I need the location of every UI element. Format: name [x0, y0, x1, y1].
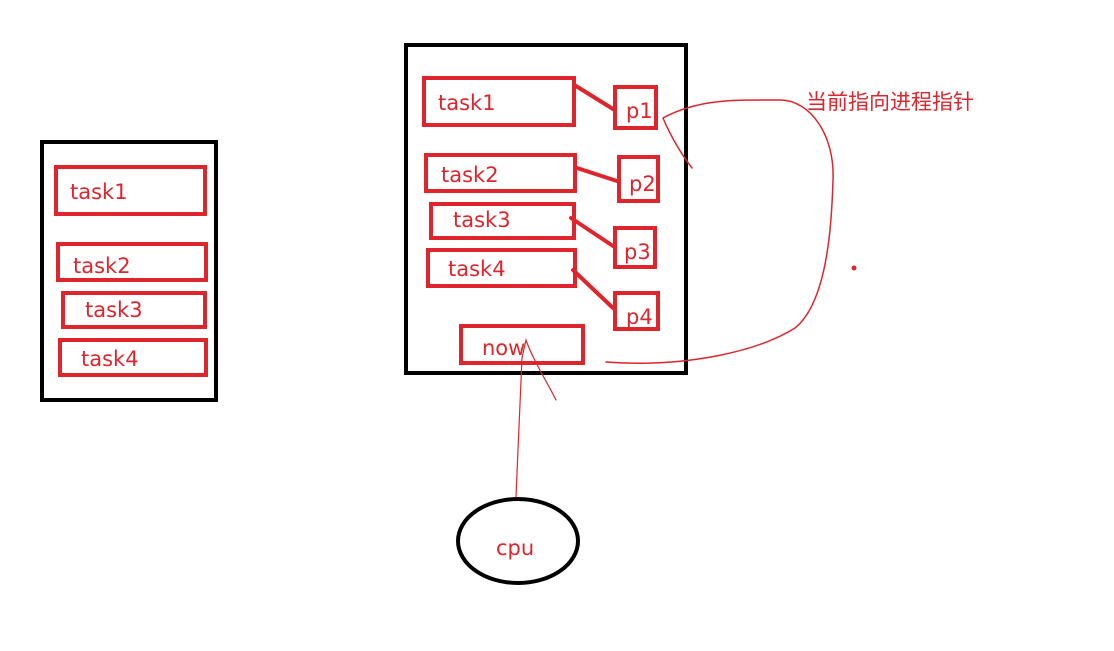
- right-task2-label: task2: [441, 163, 499, 187]
- now-pointer-label: now: [482, 336, 526, 360]
- right-task4-label: task4: [448, 257, 506, 281]
- left-task1-box: task1: [54, 165, 207, 216]
- link-task2-p2: [575, 166, 619, 183]
- left-task1-label: task1: [70, 180, 128, 204]
- pointer-p1-label: p1: [626, 99, 653, 123]
- right-task3-label: task3: [453, 208, 511, 232]
- link-task1-p1: [574, 84, 615, 111]
- cpu-label: cpu: [496, 536, 535, 560]
- current-pointer-annotation: 当前指向进程指针: [806, 90, 974, 114]
- stray-dot: [851, 265, 857, 271]
- left-task2-box: task2: [56, 242, 208, 282]
- link-task3-p3: [569, 216, 615, 248]
- pointer-p2-box: p2: [617, 155, 660, 203]
- pointer-p2-label: p2: [629, 172, 656, 196]
- right-process-table: [404, 43, 688, 375]
- pointer-p4-label: p4: [626, 305, 653, 329]
- right-task1-box: task1: [422, 76, 576, 127]
- left-task3-box: task3: [61, 291, 207, 329]
- cpu-ellipse: cpu: [456, 497, 580, 585]
- pointer-p4-box: p4: [613, 291, 660, 331]
- left-task2-label: task2: [73, 254, 131, 278]
- pointer-p3-label: p3: [624, 240, 651, 264]
- pointer-p1-box: p1: [613, 85, 658, 130]
- left-task3-label: task3: [85, 298, 143, 322]
- pointer-p3-box: p3: [613, 226, 657, 269]
- now-to-current-pointer-curve: [605, 99, 834, 364]
- link-task4-p4: [571, 268, 615, 310]
- left-task4-box: task4: [58, 338, 208, 377]
- left-task4-label: task4: [81, 347, 139, 371]
- left-process-table: [40, 140, 218, 402]
- cpu-to-now-arrow: [515, 337, 557, 498]
- right-task4-box: task4: [426, 248, 577, 288]
- right-task1-label: task1: [438, 91, 496, 115]
- right-task2-box: task2: [424, 153, 577, 193]
